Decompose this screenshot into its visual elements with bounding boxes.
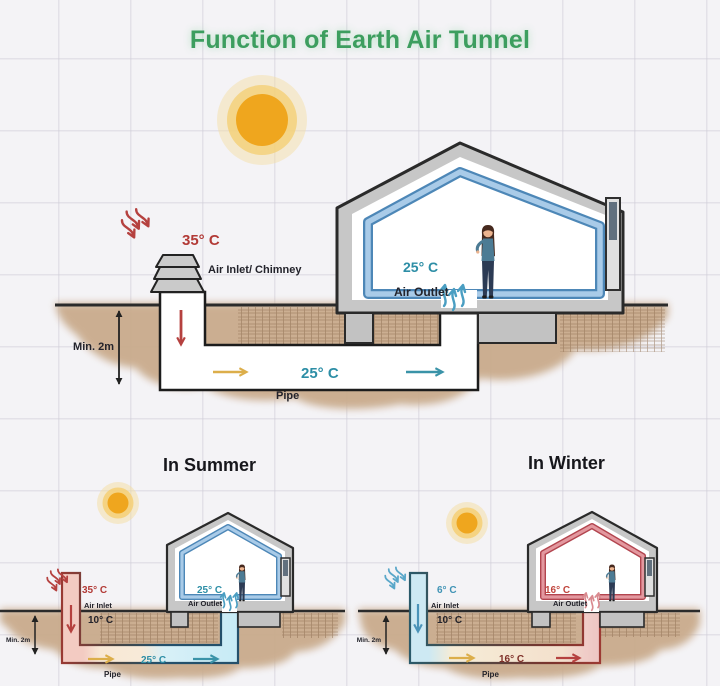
soil-texture — [100, 613, 218, 643]
main-diagram: 35° C Air Inlet/ Chimney Min. 2m 25° C P… — [55, 75, 668, 409]
winter-diagram: 6° C Air Inlet 10° C Min. 2m 16° C Pipe … — [357, 502, 700, 679]
house — [526, 510, 659, 614]
pipe-temp-label: 16° C — [499, 654, 524, 665]
foundation-right — [477, 312, 557, 344]
pipe-label: Pipe — [104, 670, 121, 679]
air-outlet-label: Air Outlet — [394, 285, 449, 299]
summer-diagram: 35° C Air Inlet 10° C Min. 2m 25° C Pipe… — [0, 482, 345, 679]
winter-section-heading: In Winter — [528, 453, 605, 473]
air-inlet-label: Air Inlet/ Chimney — [208, 264, 302, 276]
outside-temp-label: 6° C — [437, 585, 457, 596]
foundation-right — [237, 611, 281, 628]
outside-temp-label: 35° C — [82, 585, 107, 596]
outside-temp-label: 35° C — [182, 232, 220, 249]
house — [165, 511, 295, 614]
sun-icon — [217, 75, 307, 165]
air-outlet-label: Air Outlet — [553, 599, 588, 608]
air-inlet-label: Air Inlet — [84, 601, 112, 610]
sun-icon — [446, 502, 488, 544]
window — [605, 197, 621, 291]
depth-label: Min. 2m — [73, 341, 114, 353]
air-inlet-label: Air Inlet — [431, 601, 459, 610]
ground-temp-label: 10° C — [437, 615, 462, 626]
ground-temp-label: 10° C — [88, 615, 113, 626]
foundation-left — [170, 611, 189, 628]
summer-section-heading: In Summer — [163, 455, 257, 475]
room-temp-label: 25° C — [197, 585, 222, 596]
sun-icon — [97, 482, 139, 524]
pipe-temp-label: 25° C — [301, 365, 339, 382]
foundation-left — [344, 312, 374, 344]
air-outlet-label: Air Outlet — [188, 599, 223, 608]
soil-texture — [436, 613, 576, 643]
cold-air-waves-icon — [380, 562, 409, 591]
hot-air-waves-icon — [115, 202, 154, 240]
pipe-label: Pipe — [276, 390, 299, 402]
house — [335, 141, 625, 315]
depth-label: Min. 2m — [6, 637, 30, 644]
pipe-label: Pipe — [482, 670, 499, 679]
pipe-temp-label: 25° C — [141, 655, 166, 666]
foundation-left — [531, 611, 551, 628]
depth-label: Min. 2m — [357, 637, 381, 644]
room-temp-label: 25° C — [403, 259, 438, 275]
chimney — [150, 254, 205, 293]
page-title: Function of Earth Air Tunnel — [189, 26, 531, 54]
window — [280, 557, 291, 597]
room-temp-label: 16° C — [545, 585, 570, 596]
window — [644, 557, 655, 597]
foundation-right — [599, 611, 645, 628]
soil-texture — [282, 613, 338, 638]
